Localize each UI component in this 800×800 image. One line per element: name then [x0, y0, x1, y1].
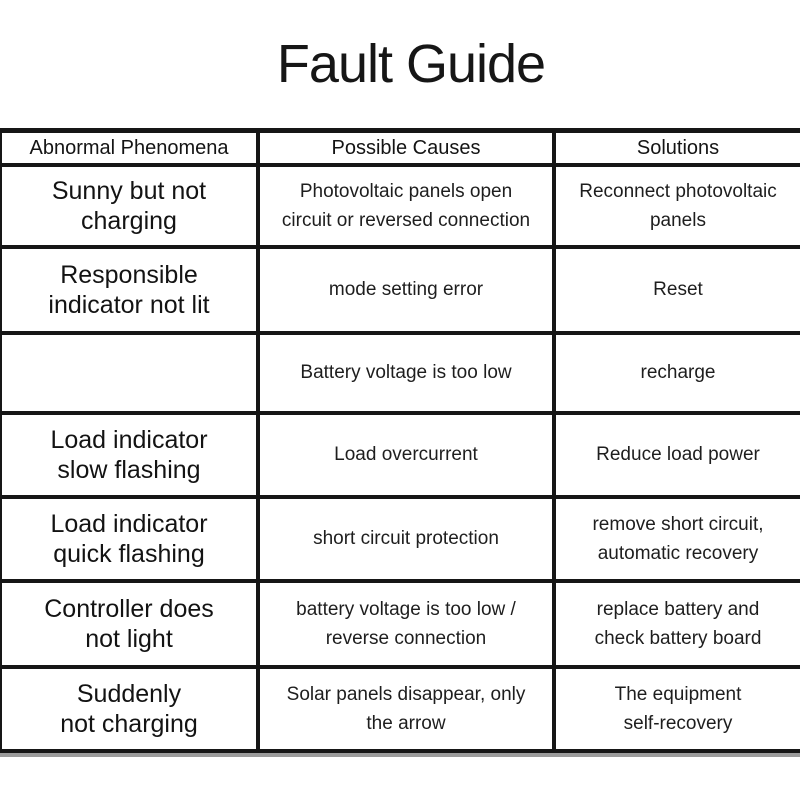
cell-solution-row4: Reduce load power [556, 415, 800, 495]
fault-guide-table: Abnormal Phenomena Possible Causes Solut… [0, 128, 800, 753]
cell-cause-row3: Battery voltage is too low [260, 335, 552, 411]
cell-solution-row5: remove short circuit, automatic recovery [556, 499, 800, 579]
col-header-solution: Solutions [556, 133, 800, 163]
cell-phenomena-row4: Load indicator slow flashing [2, 415, 256, 495]
cell-solution-row6: replace battery and check battery board [556, 583, 800, 665]
cell-solution-row7: The equipment self-recovery [556, 669, 800, 749]
cell-cause-row1: Photovoltaic panels open circuit or reve… [260, 167, 552, 245]
cell-cause-row6: battery voltage is too low / reverse con… [260, 583, 552, 665]
cell-phenomena-row6: Controller does not light [2, 583, 256, 665]
page-title: Fault Guide [276, 34, 546, 94]
cell-cause-row7: Solar panels disappear, only the arrow [260, 669, 552, 749]
cell-solution-row3: recharge [556, 335, 800, 411]
cell-phenomena-row5: Load indicator quick flashing [2, 499, 256, 579]
cell-phenomena-row3-empty [2, 335, 256, 411]
cell-phenomena-row1: Sunny but not charging [2, 167, 256, 245]
col-header-phenomena: Abnormal Phenomena [2, 133, 256, 163]
title-bar: Fault Guide [0, 0, 800, 128]
cell-phenomena-row2: Responsible indicator not lit [2, 249, 256, 331]
cell-solution-row1: Reconnect photovoltaic panels [556, 167, 800, 245]
cell-cause-row4: Load overcurrent [260, 415, 552, 495]
cell-cause-row5: short circuit protection [260, 499, 552, 579]
col-header-cause: Possible Causes [260, 133, 552, 163]
cell-cause-row2: mode setting error [260, 249, 552, 331]
cell-phenomena-row7: Suddenly not charging [2, 669, 256, 749]
cell-solution-row2: Reset [556, 249, 800, 331]
